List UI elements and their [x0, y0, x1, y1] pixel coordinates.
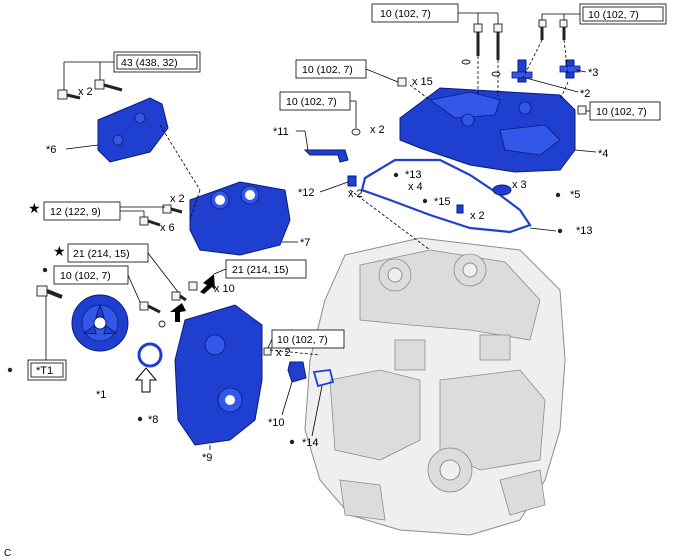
torque-spec-11: 10 (102, 7) [277, 334, 328, 346]
star-symbol: ★ [53, 243, 66, 259]
torque-spec-8: 21 (214, 15) [73, 248, 130, 260]
timing-cover-upper [189, 181, 291, 256]
part-label-4: *4 [598, 148, 608, 160]
torque-spec-2: 10 (102, 7) [588, 9, 639, 21]
installation-arrow-1 [200, 274, 215, 294]
part-14 [312, 369, 335, 388]
bracket-11 [303, 149, 349, 163]
qty-x2-mount: x 2 [78, 86, 93, 98]
figure-code: C [4, 548, 11, 559]
part-label-8: *8 [148, 414, 158, 426]
part-15 [456, 204, 464, 214]
torque-spec-5: 10 (102, 7) [286, 96, 337, 108]
mount-bolts [57, 79, 123, 100]
torque-box-2 [582, 6, 664, 22]
qty-x6: x 6 [160, 222, 175, 234]
torque-spec-1: 10 (102, 7) [380, 8, 431, 20]
head-cover-gasket [360, 158, 532, 234]
engine-mount-bracket [97, 97, 169, 163]
qty-x15: x 15 [412, 76, 433, 88]
qty-x4: x 4 [408, 181, 423, 193]
engine-assembly-illustration [304, 237, 566, 536]
upper-cover-bolts [139, 204, 183, 227]
oil-seal [137, 342, 163, 368]
sensor-3 [559, 59, 581, 79]
part-label-6: *6 [46, 144, 56, 156]
sensor-2 [511, 59, 533, 83]
qty-x2-bracket: x 2 [370, 124, 385, 136]
pulley-bolt [36, 285, 63, 299]
qty-x3: x 3 [512, 179, 527, 191]
torque-spec-10: 10 (102, 7) [60, 270, 111, 282]
part-label-5: *5 [570, 189, 580, 201]
star-symbol: ★ [28, 200, 41, 216]
torque-spec-4: 10 (102, 7) [302, 64, 353, 76]
tool-box [30, 362, 64, 378]
qty-x2-part10: x 2 [276, 347, 291, 359]
dashed-reference-lines [159, 39, 569, 356]
part-label-2: *2 [580, 88, 590, 100]
qty-x10: x 10 [214, 283, 235, 295]
qty-x2-part15: x 2 [470, 210, 485, 222]
timing-cover-lower [174, 304, 263, 446]
part-label-13a: *13 [405, 169, 422, 181]
part-label-11: *11 [273, 126, 289, 138]
direction-arrow-seal [134, 367, 158, 393]
qty-x2-upper: x 2 [170, 193, 185, 205]
qty-x2-part12: x 2 [348, 188, 363, 200]
part-label-12: *12 [298, 187, 315, 199]
part-label-1: *1 [96, 389, 106, 401]
torque-spec-3: 43 (438, 32) [121, 57, 178, 69]
crankshaft-pulley [71, 294, 129, 352]
part-12 [347, 175, 357, 187]
cylinder-head-cover [399, 87, 576, 173]
part-label-15: *15 [434, 196, 451, 208]
part-label-9: *9 [202, 452, 212, 464]
part-label-14: *14 [302, 437, 319, 449]
torque-box-3 [116, 54, 198, 70]
torque-spec-9: 21 (214, 15) [232, 264, 289, 276]
torque-spec-6: 10 (102, 7) [596, 106, 647, 118]
part-5 [492, 184, 512, 196]
part-label-7: *7 [300, 237, 310, 249]
part-label-13b: *13 [576, 225, 593, 237]
lower-cover-bolts [139, 281, 198, 328]
torque-spec-7: 12 (122, 9) [50, 206, 101, 218]
part-10 [287, 361, 307, 383]
part-label-3: *3 [588, 67, 598, 79]
part-label-10: *10 [268, 417, 285, 429]
installation-arrow-2 [170, 303, 186, 322]
tool-label: *T1 [36, 365, 53, 377]
